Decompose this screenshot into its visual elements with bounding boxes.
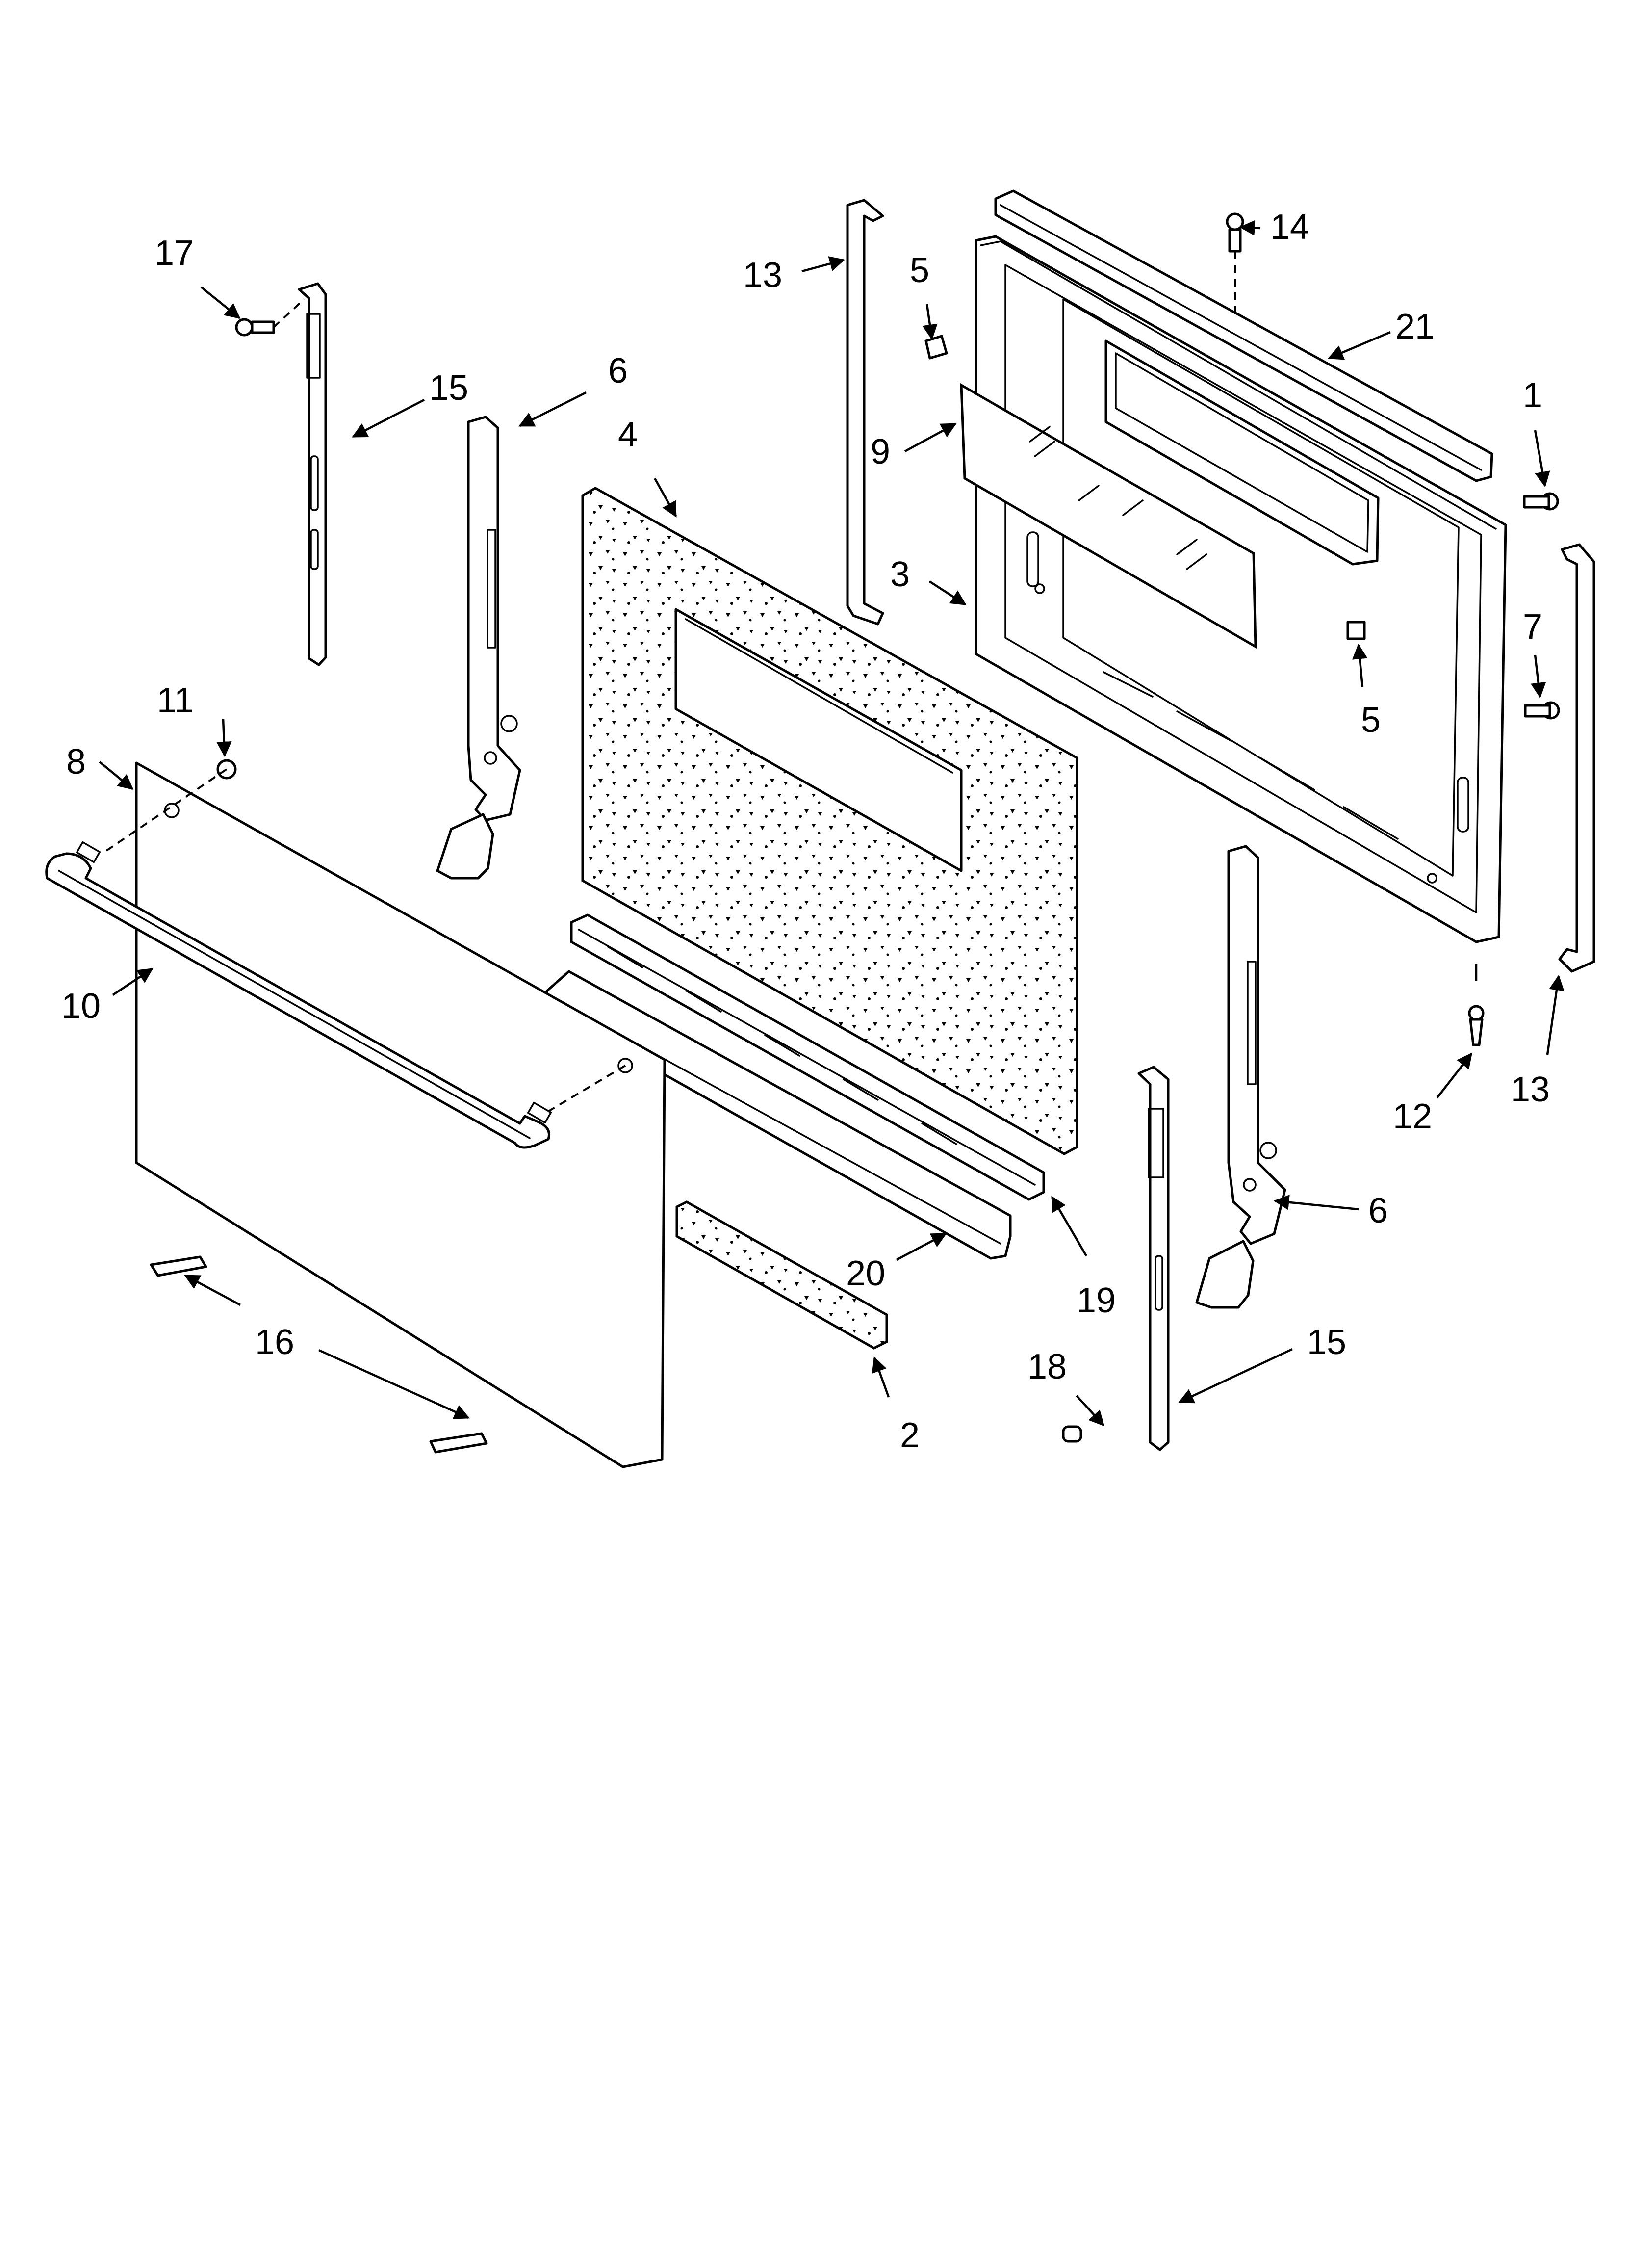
callout-17: 17 — [154, 234, 194, 273]
callout-10: 10 — [61, 987, 101, 1026]
callout-leaders — [99, 220, 1565, 1427]
clip-part-16-right — [429, 1432, 488, 1454]
plug-part-18 — [1062, 1425, 1082, 1443]
callout-18: 18 — [1027, 1347, 1067, 1386]
callout-8: 8 — [66, 742, 86, 782]
screw-part-17 — [235, 318, 275, 337]
callout-5-upper: 5 — [910, 251, 929, 290]
window-glass-part-9 — [960, 383, 1257, 649]
callout-15-right: 15 — [1307, 1323, 1346, 1362]
lower-channel-part-19 — [570, 913, 1045, 1201]
side-trim-part-13-right — [1558, 543, 1595, 973]
lower-insulation-strip-part-2 — [675, 1200, 888, 1350]
hinge-part-6-left — [436, 416, 521, 880]
callout-6-right: 6 — [1368, 1191, 1388, 1230]
callout-13-right: 13 — [1511, 1070, 1550, 1109]
outer-door-panel-part-8 — [135, 761, 666, 1468]
callout-1: 1 — [1523, 376, 1542, 415]
callout-6-left: 6 — [608, 351, 628, 391]
callout-3: 3 — [890, 555, 910, 594]
clip-part-5-upper — [924, 335, 948, 360]
callout-21: 21 — [1395, 307, 1435, 346]
screw-part-14 — [1226, 212, 1244, 253]
top-vent-trim-part-21 — [994, 189, 1493, 482]
callout-4: 4 — [618, 415, 638, 454]
callout-14: 14 — [1270, 208, 1309, 247]
door-handle-part-10 — [45, 841, 552, 1149]
screw-part-1 — [1523, 492, 1559, 511]
screw-part-7 — [1524, 701, 1560, 720]
clip-part-16-left — [150, 1255, 207, 1277]
assembly-guide-lines — [101, 251, 1478, 1115]
side-trim-part-13-top — [846, 199, 884, 626]
callout-19: 19 — [1077, 1281, 1116, 1320]
callout-labels: 17 15 6 4 13 5 9 3 14 21 1 7 5 11 8 10 1… — [61, 208, 1550, 1455]
clip-part-5-lower — [1346, 621, 1366, 640]
hinge-part-6-right — [1195, 845, 1286, 1309]
callout-16: 16 — [255, 1323, 294, 1362]
callout-15-left: 15 — [429, 368, 468, 408]
callout-5-lower: 5 — [1361, 701, 1381, 740]
screw-part-12 — [1468, 1005, 1485, 1046]
callout-12: 12 — [1393, 1097, 1432, 1136]
hinge-receiver-part-15-left — [298, 282, 327, 666]
callout-20: 20 — [846, 1254, 885, 1293]
callout-13-top: 13 — [743, 256, 782, 295]
hinge-receiver-part-15-right — [1137, 1066, 1170, 1451]
callout-9: 9 — [871, 432, 890, 471]
callout-2: 2 — [900, 1416, 920, 1455]
callout-11: 11 — [157, 681, 194, 720]
insulation-panel-part-4 — [581, 487, 1078, 1155]
callout-7: 7 — [1523, 607, 1542, 647]
